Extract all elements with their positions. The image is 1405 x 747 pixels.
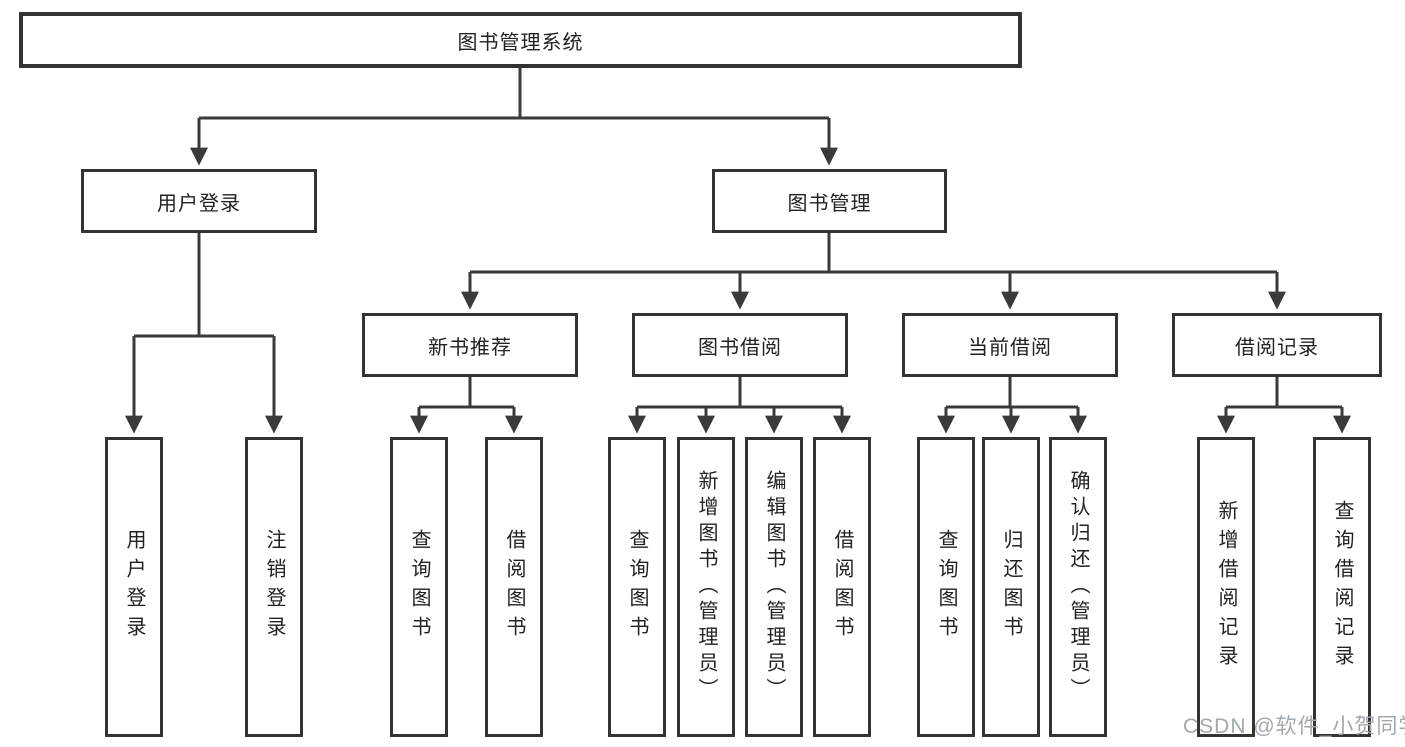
- node-user-login: 用户登录: [81, 169, 317, 233]
- leaf-add-borrow-record: 新增借阅记录: [1197, 437, 1255, 737]
- leaf-user-login: 用户登录: [105, 437, 163, 737]
- node-label: 借阅记录: [1235, 336, 1319, 359]
- leaf-query-books-1: 查询图书: [390, 437, 448, 737]
- watermark: CSDN @软件_小贺同学: [1183, 715, 1405, 738]
- node-label: 图书借阅: [698, 336, 782, 359]
- node-new-book-recommend: 新书推荐: [362, 313, 578, 377]
- leaf-label: 用户登录: [123, 529, 145, 645]
- node-library-management-system: 图书管理系统: [19, 12, 1022, 68]
- node-current-borrow: 当前借阅: [902, 313, 1118, 377]
- leaf-query-books-2: 查询图书: [608, 437, 666, 737]
- leaf-label: 查询图书: [626, 529, 648, 645]
- leaf-borrow-books-2: 借阅图书: [813, 437, 871, 737]
- leaf-label: 归还图书: [1000, 529, 1022, 645]
- node-book-management: 图书管理: [712, 169, 947, 233]
- leaf-return-book: 归还图书: [982, 437, 1040, 737]
- node-label: 当前借阅: [968, 336, 1052, 359]
- leaf-label: 新增图书（管理员）: [695, 470, 717, 704]
- leaf-query-books-3: 查询图书: [917, 437, 975, 737]
- leaf-logout: 注销登录: [245, 437, 303, 737]
- leaf-borrow-books-1: 借阅图书: [485, 437, 543, 737]
- leaf-confirm-return-admin: 确认归还（管理员）: [1049, 437, 1107, 737]
- node-borrow-records: 借阅记录: [1172, 313, 1382, 377]
- node-label: 用户登录: [157, 192, 241, 215]
- node-label: 新书推荐: [428, 336, 512, 359]
- leaf-label: 注销登录: [263, 529, 285, 645]
- leaf-label: 新增借阅记录: [1215, 500, 1237, 674]
- node-label: 图书管理: [787, 192, 872, 215]
- leaf-query-borrow-record: 查询借阅记录: [1313, 437, 1371, 737]
- leaf-add-book-admin: 新增图书（管理员）: [677, 437, 735, 737]
- leaf-label: 借阅图书: [503, 529, 525, 645]
- leaf-label: 借阅图书: [831, 529, 853, 645]
- leaf-label: 编辑图书（管理员）: [763, 470, 785, 704]
- leaf-label: 确认归还（管理员）: [1067, 470, 1089, 704]
- node-book-borrow: 图书借阅: [632, 313, 848, 377]
- leaf-label: 查询图书: [935, 529, 957, 645]
- node-label: 图书管理系统: [457, 31, 584, 54]
- leaf-label: 查询借阅记录: [1331, 500, 1353, 674]
- leaf-edit-book-admin: 编辑图书（管理员）: [745, 437, 803, 737]
- leaf-label: 查询图书: [408, 529, 430, 645]
